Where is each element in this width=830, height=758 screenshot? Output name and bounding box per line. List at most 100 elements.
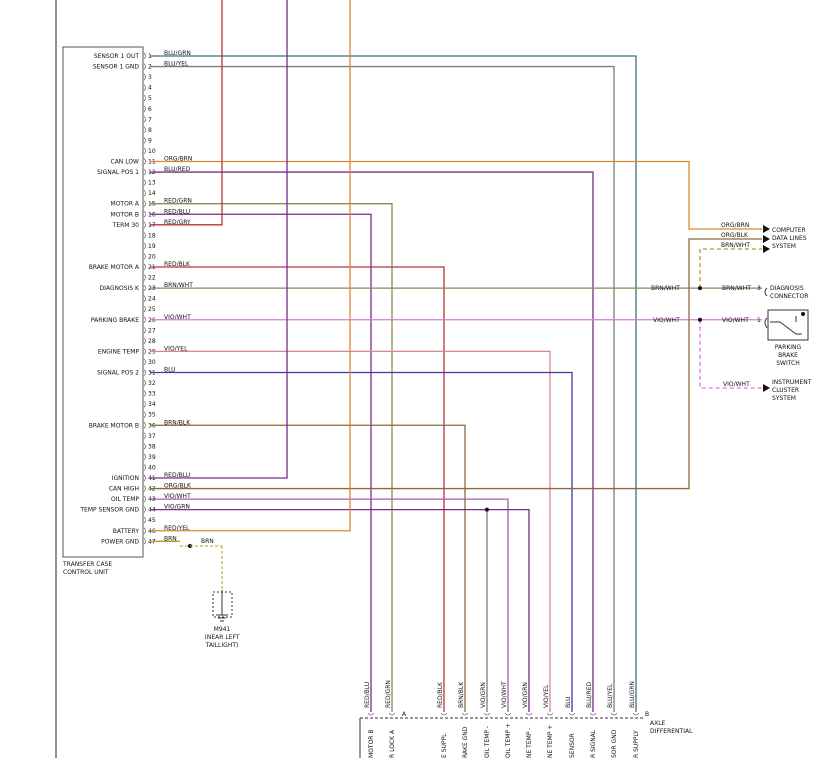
pin-wire-code: BLU/GRN <box>164 50 191 57</box>
pin-label: TERM 30 <box>112 222 140 229</box>
pin-label: SIGNAL POS 1 <box>97 169 139 176</box>
axle-wire-code: BLU/GRN <box>629 681 636 708</box>
pin-label: BRAKE MOTOR A <box>89 264 140 271</box>
pin-wire-code: RED/BLK <box>164 261 191 268</box>
pin-number: 34 <box>148 401 156 408</box>
pin-label: MOTOR A <box>111 201 140 208</box>
pin-wire-code: BRN/WHT <box>164 282 193 289</box>
wire-signal-pos-2 <box>150 371 573 712</box>
cluster-label-2: CLUSTER <box>772 387 799 394</box>
axle-wire-code: BLU <box>565 696 572 708</box>
wire-sensor-1-gnd <box>150 65 615 712</box>
wire-signal-pos-1 <box>150 171 594 712</box>
wire-engine-temp <box>150 350 551 712</box>
axle-terminal-label: RAKE GND <box>462 726 469 758</box>
pin-wire-code: BLU/YEL <box>164 61 189 68</box>
pin-label: PARKING BRAKE <box>91 317 139 324</box>
wire-sensor-1-out <box>150 55 637 712</box>
splice-dot <box>698 286 702 291</box>
park-label-1: PARKING <box>775 344 802 351</box>
pin-wire-code: RED/GRY <box>164 219 191 226</box>
axle-wire-code: BLU/RED <box>586 681 593 708</box>
pin-number: 35 <box>148 412 156 419</box>
ground-wire-label: BRN <box>201 538 214 545</box>
axle-differential-connector: A B AXLE DIFFERENTIAL <box>359 711 693 758</box>
pin-wire-code: ORG/BLK <box>164 483 192 490</box>
control-unit-label-1: TRANSFER CASE <box>62 561 112 568</box>
parking-brake-switch: VIO/WHT VIO/WHT 1 PARKING BRAKE SWITCH <box>653 309 809 367</box>
pin-number: 38 <box>148 443 156 450</box>
pin-label: ENGINE TEMP <box>98 348 140 355</box>
computer-label-2: DATA LINES <box>772 235 807 242</box>
axle-terminal-label: SENSOR <box>569 733 576 758</box>
ground-symbol: BRN M941 (NEAR LEFT TAILLIGHT) <box>180 538 240 649</box>
axle-wire-code: RED/GRN <box>385 680 392 708</box>
computer-label-3: SYSTEM <box>772 243 796 250</box>
pin-wire-code: BLU <box>164 367 176 374</box>
axle-terminal-label: R SUPPLY <box>633 730 640 758</box>
pin-number: 24 <box>148 296 156 303</box>
pin-number: 5 <box>148 95 152 102</box>
conn-b-label: B <box>645 711 649 718</box>
pin-label: BATTERY <box>113 528 140 535</box>
arrow-icon <box>763 384 770 392</box>
wire-battery <box>150 0 351 532</box>
pin-label: MOTOR B <box>111 211 139 218</box>
ground-location-1: (NEAR LEFT <box>205 634 240 641</box>
axle-terminal-label: E SUPPL <box>441 733 448 758</box>
ground-location-2: TAILLIGHT) <box>205 642 239 649</box>
pin-number: 25 <box>148 306 156 313</box>
wire-brake-motor-a <box>150 266 445 712</box>
axle-terminal-label: NE TEMP - <box>526 727 533 758</box>
wire-oil-temp <box>150 498 509 712</box>
pin-wire-code: VIO/WHT <box>164 493 191 500</box>
pin-label: CAN HIGH <box>109 486 139 493</box>
axle-label-2: DIFFERENTIAL <box>650 728 693 735</box>
pin-wire-code: BRN <box>164 535 177 542</box>
computer-wire-3: BRN/WHT <box>721 242 750 249</box>
pin-wire-code: RED/GRN <box>164 198 192 205</box>
cluster-label-1: INSTRUMENT <box>772 379 812 386</box>
pin-wire-code: RED/BLU <box>164 472 190 479</box>
conn-a-label: A <box>402 711 407 718</box>
pin-wire-code: BRN/BLK <box>164 419 191 426</box>
pin-wire-code: RED/BLU <box>164 208 190 215</box>
instrument-cluster: VIO/WHT INSTRUMENT CLUSTER SYSTEM <box>723 379 812 402</box>
axle-wire-code: BRN/BLK <box>458 681 465 708</box>
axle-terminal-label: R LOCK A <box>389 729 396 758</box>
axle-terminal-label: SOR GND <box>611 729 618 758</box>
axle-wire-code: VIO/GRN <box>480 682 487 708</box>
pin-number: 19 <box>148 243 156 250</box>
diag-label-1: DIAGNOSIS <box>770 285 804 292</box>
computer-label-1: COMPUTER <box>772 227 806 234</box>
axle-wire-code: VIO/GRN <box>522 682 529 708</box>
pin-number: 13 <box>148 180 156 187</box>
pin-label: BRAKE MOTOR B <box>89 422 139 429</box>
wire-term-30 <box>150 0 223 226</box>
computer-wire-2: ORG/BLK <box>721 232 749 239</box>
axle-terminal-label: OIL TEMP + <box>505 723 512 758</box>
pin-wire-code: ORG/BRN <box>164 156 192 163</box>
diag-wire-left: BRN/WHT <box>651 285 680 292</box>
computer-data-lines: ORG/BRN ORG/BLK BRN/WHT COMPUTER DATA LI… <box>721 222 807 253</box>
wire-can-high <box>150 238 762 490</box>
pin-number: 3 <box>148 74 152 81</box>
control-unit-box <box>62 46 144 558</box>
axle-wire-code: VIO/WHT <box>501 681 508 708</box>
pin-label: SENSOR 1 OUT <box>94 53 140 60</box>
pin-wire-code: RED/YEL <box>164 525 190 532</box>
pin-number: 27 <box>148 327 156 334</box>
pin-number: 6 <box>148 106 152 113</box>
pin-wire-code: BLU/RED <box>164 166 191 173</box>
pin-number: 45 <box>148 517 156 524</box>
cluster-label-3: SYSTEM <box>772 395 796 402</box>
wire-park-to-cluster <box>699 319 762 389</box>
pin-label: SENSOR 1 GND <box>93 64 140 71</box>
wire-diag-to-datalines <box>699 248 762 289</box>
arrow-icon <box>763 225 770 233</box>
park-wire-left: VIO/WHT <box>653 317 680 324</box>
pin-number: 4 <box>148 85 152 92</box>
pin-label: CAN LOW <box>111 159 140 166</box>
wire-ignition <box>150 0 288 479</box>
